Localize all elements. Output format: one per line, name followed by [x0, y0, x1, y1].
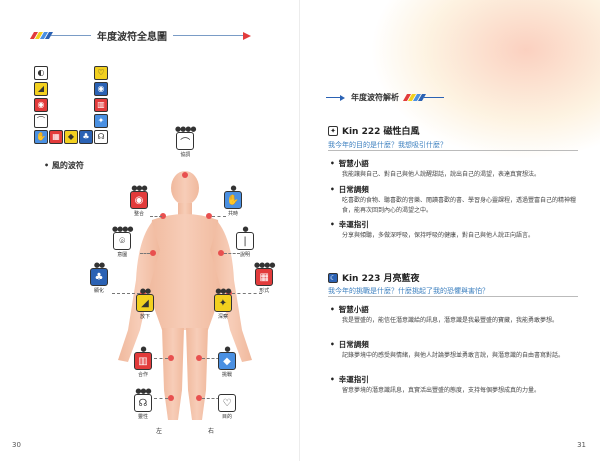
body-point-marker: [160, 213, 166, 219]
blue-night-icon: ☾: [328, 272, 338, 283]
body-point-marker: [182, 172, 188, 178]
right-page: 年度波符解析 ✦ Kin 222 磁性白風 我今年的目的是什麼？我想吸引什麼？ …: [300, 0, 600, 461]
wavespell-glyph-icon: ◉: [94, 82, 108, 96]
wavespell-grid: ◐ ◢ ◉ ⌒ ✋▦◆♣☊ ✦ ▥ ◉ ♡: [34, 66, 124, 156]
wavespell-glyph-icon: ◆: [64, 130, 78, 144]
left-side-label: 左: [156, 428, 163, 435]
page-title: 年度波符全息圖: [97, 32, 167, 43]
section-heading: 幸運指引: [330, 374, 369, 385]
body-point-marker: [226, 290, 232, 296]
wavespell-glyph-icon: ✋: [34, 130, 48, 144]
seal-harmony: ●●●●⌒協調: [175, 125, 196, 159]
body-point-marker: [206, 213, 212, 219]
section-text: 分享與傾聽，多做深呼吸，保持呼吸的健康，對自己與他人說正向語言。: [342, 232, 535, 239]
section-text: 留意夢境的潛意識訊息，真實活出豐盛的態度，支持每個夢想成真的力量。: [342, 387, 541, 394]
seal-synchronicity: ●✋共時: [224, 185, 242, 217]
wavespell-glyph-icon: ▥: [94, 98, 108, 112]
wavespell-glyph-icon: ☊: [94, 130, 108, 144]
wavespell-glyph-icon: ◐: [34, 66, 48, 80]
seal-integrate: ●●●◉整合: [130, 184, 148, 217]
kin-title: ☾ Kin 223 月亮藍夜: [328, 272, 420, 284]
body-point-marker: [196, 355, 202, 361]
body-point-marker: [150, 250, 156, 256]
body-point-marker: [168, 395, 174, 401]
arrowhead-icon: [340, 94, 345, 101]
section-text: 我是豐盛的，能信任潛意識給的訊息，潛意識是我最豐盛的寶藏，我能勇敢夢想。: [342, 317, 559, 324]
left-page: 年度波符全息圖 ◐ ◢ ◉ ⌒ ✋▦◆♣☊ ✦ ▥ ◉ ♡ • 風的波符: [12, 28, 276, 449]
kin-title: ✦ Kin 222 磁性白風: [328, 124, 420, 137]
section-heading: 智慧小語: [330, 304, 369, 315]
section-banner: 年度波符解析: [326, 92, 444, 103]
seal-intention: ●●●●⌾意圖: [112, 225, 133, 259]
right-side-label: 右: [208, 428, 215, 435]
seal-insight: ●●●✦深察: [214, 287, 232, 320]
section-text: 記錄夢境中的感受與情緒，與他人討論夢想並勇敢言說，與潛意識的自由書寫對話。: [342, 352, 565, 359]
wavespell-glyph-icon: ♡: [94, 66, 108, 80]
wind-wavespell-label: • 風的波符: [44, 161, 84, 170]
seal-release: ●●◢放下: [136, 288, 154, 320]
section-text: 我能讓與自己、對自己與他人說醒甜話，說出自己的渴望，表達真實想法。: [342, 171, 541, 178]
seal-challenge: ●◆挑戰: [218, 346, 236, 378]
kin-question: 我今年的目的是什麼？我想吸引什麼？: [328, 141, 447, 149]
seal-spirit: ●●●☊靈性: [134, 387, 152, 420]
body-point-marker: [196, 395, 202, 401]
body-point-marker: [168, 355, 174, 361]
section-text: 吃喜歡的食物、聽喜歡的音樂、閱讀喜歡的書、學習身心靈課程，透過豐富自己的精神糧食…: [342, 197, 577, 214]
section-heading: 幸運指引: [330, 219, 369, 230]
watercolor-background: [370, 0, 600, 160]
wavespell-glyph-icon: ◉: [34, 98, 48, 112]
wavespell-glyph-icon: ⌒: [34, 114, 48, 128]
seal-cooperation: ●▥合作: [134, 346, 152, 378]
seal-form: ●●●●▦形式: [254, 261, 275, 295]
section-heading: 日常調頻: [330, 339, 369, 350]
wavespell-glyph-icon: ▦: [49, 130, 63, 144]
page-number: 31: [577, 441, 586, 449]
wavespell-glyph-icon: ◢: [34, 82, 48, 96]
seal-manifest: ●●♣顯化: [90, 262, 108, 294]
section-title: 年度波符解析: [351, 93, 399, 102]
title-banner: 年度波符全息圖: [29, 28, 251, 43]
page-number: 30: [12, 441, 21, 449]
wavespell-glyph-icon: ♣: [79, 130, 93, 144]
white-wind-icon: ✦: [328, 125, 338, 136]
arrowhead-icon: [243, 31, 251, 40]
section-heading: 日常調頻: [330, 184, 369, 195]
seal-purpose: ♡目的: [218, 388, 236, 420]
wavespell-glyph-icon: ✦: [94, 114, 108, 128]
kin-question: 我今年的挑戰是什麼？什麼挑起了我的恐懼與害怕？: [328, 287, 489, 295]
seal-explanation: ●|說明: [236, 226, 254, 258]
section-heading: 智慧小語: [330, 158, 369, 169]
arrow-feather-icon: [402, 94, 427, 101]
body-point-marker: [140, 290, 146, 296]
body-point-marker: [218, 250, 224, 256]
